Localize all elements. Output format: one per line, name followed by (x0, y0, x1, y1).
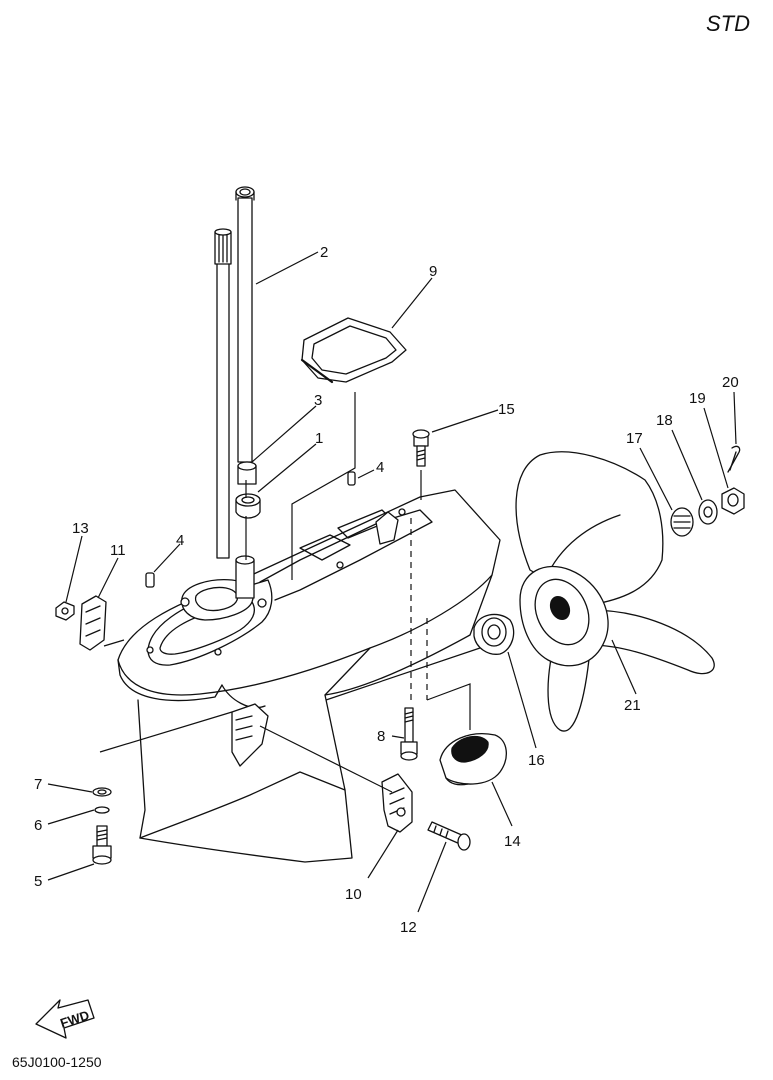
propeller-nut (721, 487, 745, 515)
callout-19: 19 (689, 390, 706, 407)
callout-14: 14 (504, 833, 521, 850)
callout-4-left: 4 (176, 532, 184, 549)
trim-tab (439, 733, 507, 786)
cotter-pin (727, 445, 741, 473)
bolt-5 (92, 825, 112, 865)
bolt (400, 429, 430, 761)
callout-11: 11 (110, 542, 126, 559)
diagram-code: 65J0100-1250 (12, 1054, 102, 1070)
callout-8: 8 (377, 728, 385, 745)
callout-2: 2 (320, 244, 328, 261)
spacer (670, 507, 694, 537)
callout-5: 5 (34, 873, 42, 890)
callout-4-right: 4 (376, 459, 384, 476)
variant-label: STD (706, 11, 750, 36)
callout-13: 13 (72, 520, 89, 537)
propeller (515, 451, 715, 732)
callout-9: 9 (429, 263, 437, 280)
drive-shaft (214, 186, 255, 559)
lower-casing (117, 489, 501, 863)
nut (55, 601, 75, 621)
callout-7: 7 (34, 776, 42, 793)
callout-12: 12 (400, 919, 417, 936)
dowel-pin (145, 471, 356, 588)
grommet (235, 493, 261, 519)
sleeve (237, 461, 257, 485)
leader-lines (47, 251, 737, 913)
callout-15: 15 (498, 401, 515, 418)
propeller-washer (698, 499, 718, 525)
callout-17: 17 (626, 430, 643, 447)
alignment-lines (99, 392, 481, 793)
lock-washer (94, 806, 110, 814)
thrust-washer (473, 613, 515, 655)
callout-16: 16 (528, 752, 545, 769)
gasket (300, 317, 407, 384)
forward-direction-arrow: FWD (35, 999, 95, 1039)
anode (79, 595, 107, 651)
trim-tab-anode (381, 773, 413, 833)
callout-18: 18 (656, 412, 673, 429)
callout-21: 21 (624, 697, 641, 714)
callout-10: 10 (345, 886, 362, 903)
screw (427, 821, 471, 851)
callout-numbers: 2 9 3 1 4 4 15 13 11 7 6 5 8 10 12 14 16… (34, 244, 739, 936)
callout-3: 3 (314, 392, 322, 409)
callout-1: 1 (315, 430, 323, 447)
washer (92, 787, 112, 797)
callout-6: 6 (34, 817, 42, 834)
callout-20: 20 (722, 374, 739, 391)
